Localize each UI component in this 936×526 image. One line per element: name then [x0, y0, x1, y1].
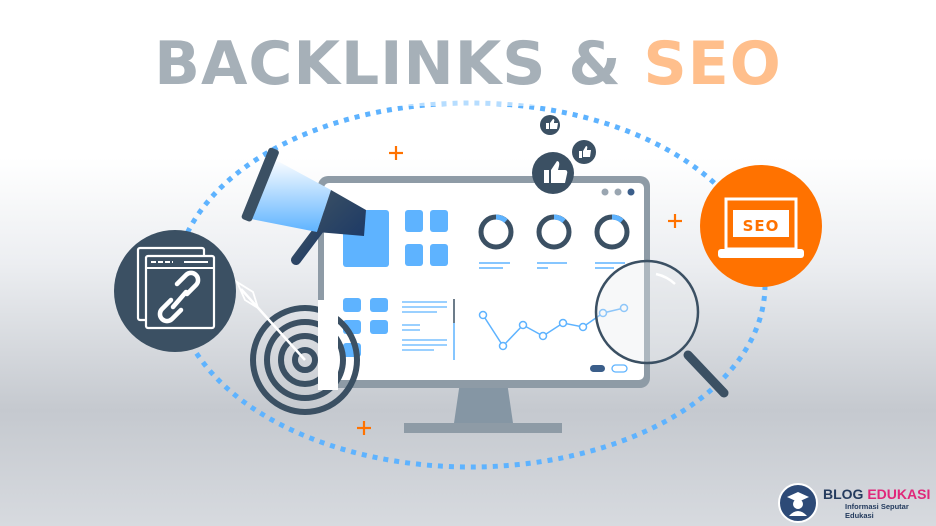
seo-laptop-icon: SEO	[700, 165, 822, 287]
thumbs-up-icon	[532, 115, 596, 194]
seo-label: SEO	[743, 217, 780, 235]
blog-edukasi-logo[interactable]: BLOG EDUKASI Informasi Seputar Edukasi	[778, 483, 936, 523]
graduate-icon	[778, 483, 818, 523]
line-chart	[478, 303, 629, 351]
donut-charts	[478, 214, 630, 250]
link-icon	[114, 230, 236, 352]
plus-icon	[357, 146, 682, 435]
megaphone-icon	[241, 147, 366, 265]
brand-name: BLOG EDUKASI	[823, 485, 931, 502]
brand-tagline: Informasi Seputar Edukasi	[845, 501, 909, 520]
magnifier-icon	[594, 259, 729, 398]
monitor	[318, 176, 650, 433]
